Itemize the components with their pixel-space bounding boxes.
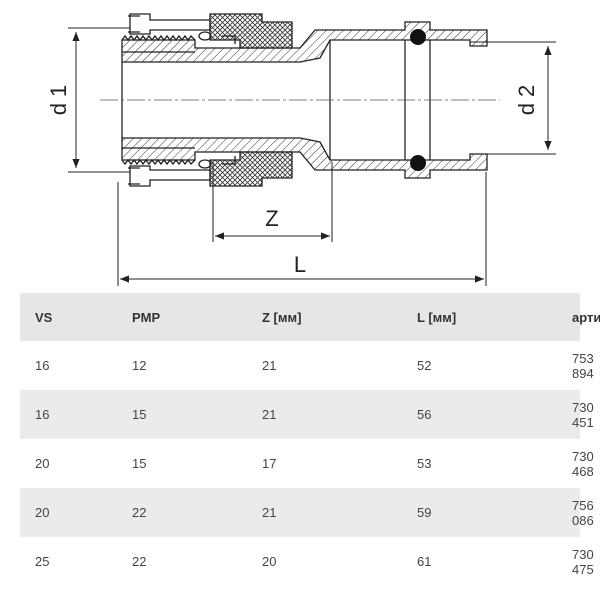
cell-article: 730 468 [572,448,594,479]
cell-z: 21 [247,390,402,439]
cell-article: 730 451 [557,390,594,439]
cell-article: 756 086 [557,488,594,537]
d1-label: d 1 [46,85,71,116]
header-l: L [мм] [402,293,557,341]
z-label: Z [265,206,278,231]
o-ring-bottom [410,155,426,171]
o-ring-top [410,29,426,45]
cell-l: 53 [417,456,432,471]
cell-l: 56 [402,390,557,439]
cell-z: 21 [247,488,402,537]
l-label: L [294,252,306,277]
header-vs: VS [20,293,117,341]
table-row: 20 22 21 59 756 086 [20,488,594,537]
cell-pmp: 22 [132,554,147,569]
header-pmp: PMP [117,293,247,341]
dimension-d2 [470,41,556,155]
dimension-l [117,172,487,286]
cell-pmp: 12 [132,358,147,373]
cell-pmp: 15 [117,390,247,439]
cell-l: 61 [417,554,432,569]
table-row: 20 15 17 53 730 468 [20,439,594,488]
dimension-d1 [68,27,130,173]
cell-z: 17 [262,456,277,471]
cell-article: 730 475 [572,546,594,577]
table-row: 16 12 21 52 753 894 [20,341,594,390]
technical-drawing: d 1 d 2 Z L [46,13,556,286]
cell-z: 21 [262,358,277,373]
header-article: артикул [557,293,600,341]
cell-vs: 20 [20,488,117,537]
cell-vs: 16 [20,390,117,439]
cell-article: 753 894 [572,350,594,381]
cell-pmp: 15 [132,456,147,471]
table-row: 16 15 21 56 730 451 [20,390,594,439]
cell-l: 52 [417,358,432,373]
cell-l: 59 [402,488,557,537]
table-row: 25 22 20 61 730 475 [20,537,594,586]
cell-vs: 16 [35,358,50,373]
dimension-z [212,162,333,242]
spec-table: VS PMP Z [мм] L [мм] артикул 16 12 21 52… [20,293,600,586]
d2-label: d 2 [514,85,539,116]
cell-pmp: 22 [117,488,247,537]
cell-vs: 20 [35,456,50,471]
cell-z: 20 [262,554,277,569]
header-z: Z [мм] [247,293,402,341]
cell-vs: 25 [35,554,50,569]
table-header-row: VS PMP Z [мм] L [мм] артикул [20,293,600,341]
fitting-section [121,13,488,187]
